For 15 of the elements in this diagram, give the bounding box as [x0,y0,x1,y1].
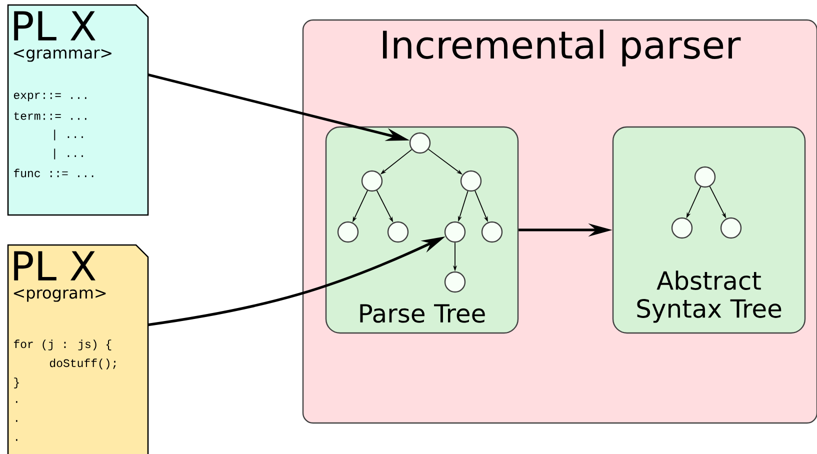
tree-node-circle [460,170,482,192]
tree-node-circle [444,221,466,243]
tree-node-circle [409,132,431,154]
tree-node-circle [337,221,359,243]
document-page: PL X <grammar> expr::= ... term::= ... | ... | ... func ::= ... [7,4,149,216]
tree-node-circle [720,217,742,239]
tree-node-circle [387,221,409,243]
tree-node-circle [481,221,503,243]
tree-node-circle [694,166,716,188]
tree-node-circle [671,217,693,239]
tree-box: Abstract Syntax Tree [612,126,806,334]
document-page: PL X <program> for (j : js) { doStuff(); } . . . [7,244,149,454]
tree-node-circle [361,170,383,192]
tree-box: Parse Tree [325,126,519,334]
tree-node-circle [444,271,466,293]
